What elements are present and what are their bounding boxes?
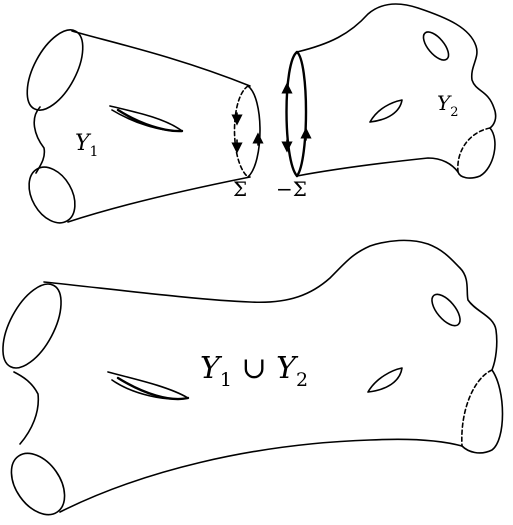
y1-sigma-back (235, 86, 249, 177)
union-outline-bottom (60, 439, 462, 512)
y2-right-boundary-solid (458, 128, 495, 178)
union-hole-top-right (427, 290, 465, 331)
sigma-label: Σ (233, 177, 247, 201)
y2-outline-top (297, 4, 496, 128)
y1-sigma-front (248, 86, 260, 177)
union-boundary-circle-left-top (0, 275, 73, 377)
y1-outline-left (34, 107, 44, 173)
y1-label: Y1 (75, 131, 98, 160)
surface-y2 (287, 4, 496, 178)
y1-outline-bottom (68, 177, 250, 222)
surface-y1 (16, 21, 260, 231)
y1-boundary-circle-top (16, 21, 94, 118)
y2-handle (370, 100, 402, 122)
union-label: Y1 ∪ Y2 (200, 351, 308, 391)
union-boundary-circle-left-bottom (0, 444, 75, 525)
union-right-boundary-dashed (462, 370, 492, 446)
union-handle-left (108, 372, 188, 399)
union-handle-right (368, 368, 402, 392)
union-outline-left (14, 372, 38, 444)
neg-sigma-label: −Σ (276, 177, 307, 201)
y2-label: Y2 (437, 91, 458, 120)
y1-handle (110, 106, 182, 131)
y2-hole-top (419, 28, 453, 64)
y2-right-boundary-dashed (458, 128, 490, 172)
y1-handle-rim (118, 110, 182, 131)
y2-outline-bottom (297, 158, 458, 176)
y2-sigma-back (297, 52, 306, 176)
union-right-boundary-solid (462, 370, 503, 453)
y2-sigma-front (287, 52, 298, 176)
y1-outline-top (72, 31, 250, 86)
